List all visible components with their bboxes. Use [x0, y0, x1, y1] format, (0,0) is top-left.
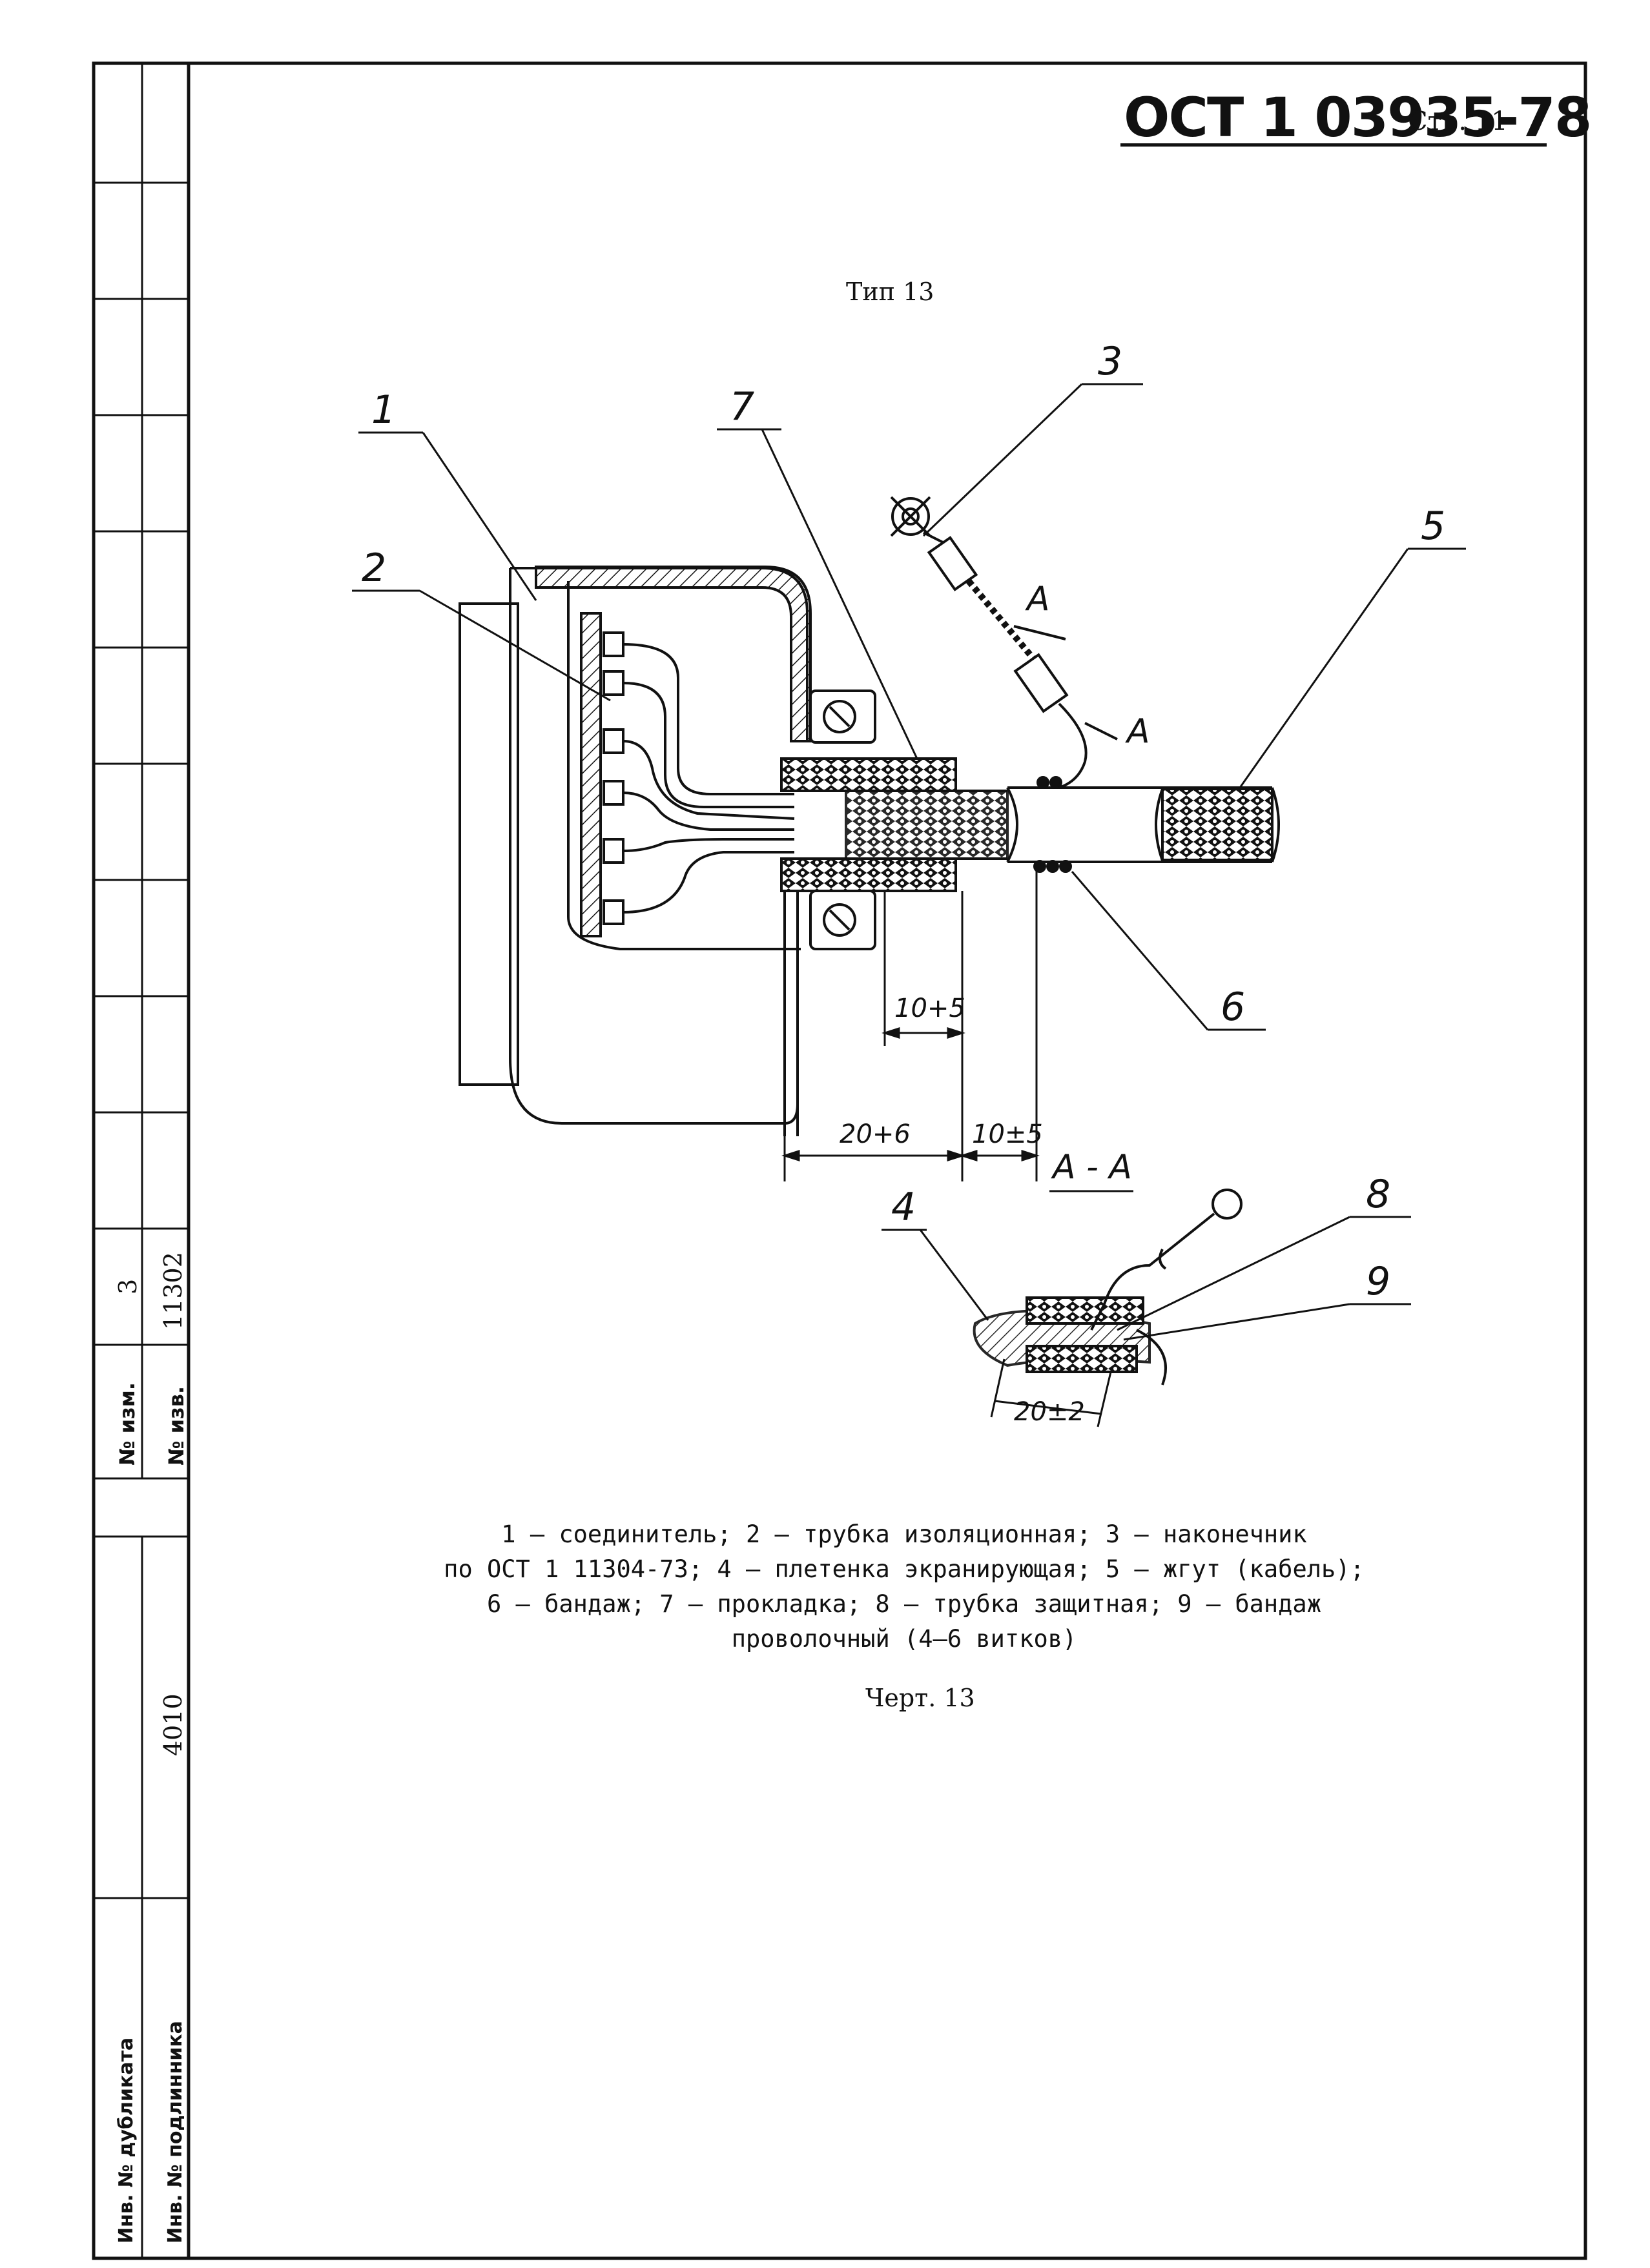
header-underline: [1120, 143, 1547, 147]
section-title: А - А: [1051, 1148, 1132, 1187]
caption-line-1: 1 – соединитель; 2 – трубка изоляционная…: [501, 1520, 1307, 1548]
drawing-number: Черт. 13: [865, 1684, 975, 1712]
callout-2: 2: [362, 546, 386, 591]
callout-9: 9: [1366, 1259, 1390, 1304]
callout-5: 5: [1421, 504, 1445, 549]
caption-line-4: проволочный (4–6 витков): [731, 1625, 1077, 1653]
section-mark-upper: А: [1025, 580, 1050, 618]
document-code: ОСТ 1 03935-78: [1124, 86, 1592, 149]
caption-line-3: 6 – бандаж; 7 – прокладка; 8 – трубка за…: [486, 1590, 1321, 1618]
callout-3: 3: [1098, 339, 1122, 384]
callout-4: 4: [891, 1185, 916, 1230]
callout-6: 6: [1221, 985, 1245, 1030]
legend-caption: 1 – соединитель; 2 – трубка изоляционная…: [362, 1517, 1447, 1657]
section-mark-lower: А: [1125, 712, 1150, 751]
callout-7: 7: [730, 384, 754, 429]
outer-frame: [92, 61, 1587, 2260]
dimension-20-plus-6: 20+6: [840, 1119, 911, 1149]
dimension-20-pm-2: 20±2: [1014, 1397, 1085, 1427]
connector-flange: [459, 602, 519, 1086]
type-title: Тип 13: [846, 278, 934, 306]
dimension-10-plus-5: 10+5: [894, 994, 965, 1023]
dimension-10-pm-5: 10±5: [972, 1119, 1043, 1149]
callout-1: 1: [371, 387, 396, 433]
page-number: Стр. 11: [1408, 107, 1508, 136]
caption-line-2: по ОСТ 1 11304-73; 4 – плетенка экраниру…: [444, 1555, 1365, 1583]
callout-8: 8: [1366, 1172, 1390, 1217]
